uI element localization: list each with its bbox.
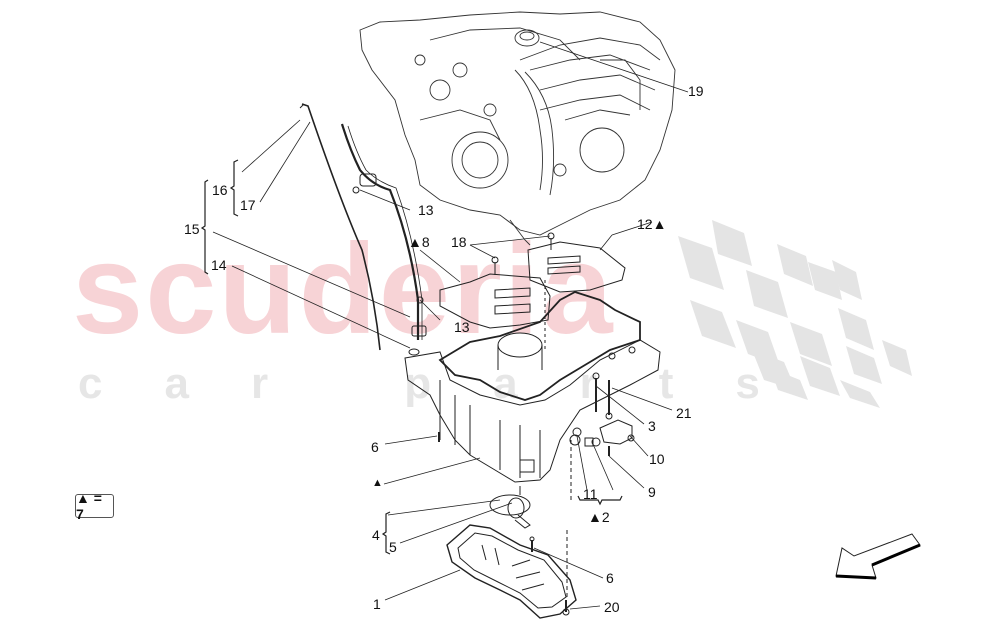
callout-12: 12▲ xyxy=(637,216,667,232)
upper-oil-pan xyxy=(404,332,661,483)
oil-pickup-4-5 xyxy=(489,486,531,529)
callout-19: 19 xyxy=(688,83,704,99)
callout-15: 15 xyxy=(184,221,200,237)
callout-5: 5 xyxy=(389,539,397,555)
callout-10: 10 xyxy=(649,451,665,467)
callout-6-upper: 6 xyxy=(371,439,379,455)
callout-9: 9 xyxy=(648,484,656,500)
baffle-plate-8 xyxy=(439,256,551,329)
callout-11: 11 xyxy=(583,486,598,502)
callout-13-lower: 13 xyxy=(454,319,470,335)
callout-8: ▲8 xyxy=(408,234,430,250)
lower-oil-pan-1 xyxy=(446,524,577,619)
bolts-3-21 xyxy=(592,372,613,420)
watermark-scuderia: scuderia xyxy=(72,218,615,361)
watermark-car-parts: car parts xyxy=(78,359,822,408)
callout-3: 3 xyxy=(648,418,656,434)
callout-17: 17 xyxy=(240,197,256,213)
callout-13-upper: 13 xyxy=(418,202,434,218)
direction-arrow-icon xyxy=(835,533,921,580)
callout-20: 20 xyxy=(604,599,620,615)
callout-2: ▲2 xyxy=(588,509,610,525)
callout-6-lower: 6 xyxy=(606,570,614,586)
legend-triangle-equals-7: ▲ = 7 xyxy=(75,490,114,522)
leader-lines xyxy=(212,41,689,610)
callout-1: 1 xyxy=(373,596,381,612)
baffle-plate-12 xyxy=(527,232,626,293)
callout-16: 16 xyxy=(212,182,228,198)
callout-triangle: ▲ xyxy=(372,477,383,489)
engine-block xyxy=(359,11,676,246)
brackets xyxy=(200,159,623,555)
callout-18: 18 xyxy=(451,234,467,250)
callout-21: 21 xyxy=(676,405,692,421)
callout-4: 4 xyxy=(372,527,380,543)
callout-14: 14 xyxy=(211,257,227,273)
dipstick xyxy=(299,103,427,356)
sensor-bracket-10 xyxy=(599,419,635,456)
